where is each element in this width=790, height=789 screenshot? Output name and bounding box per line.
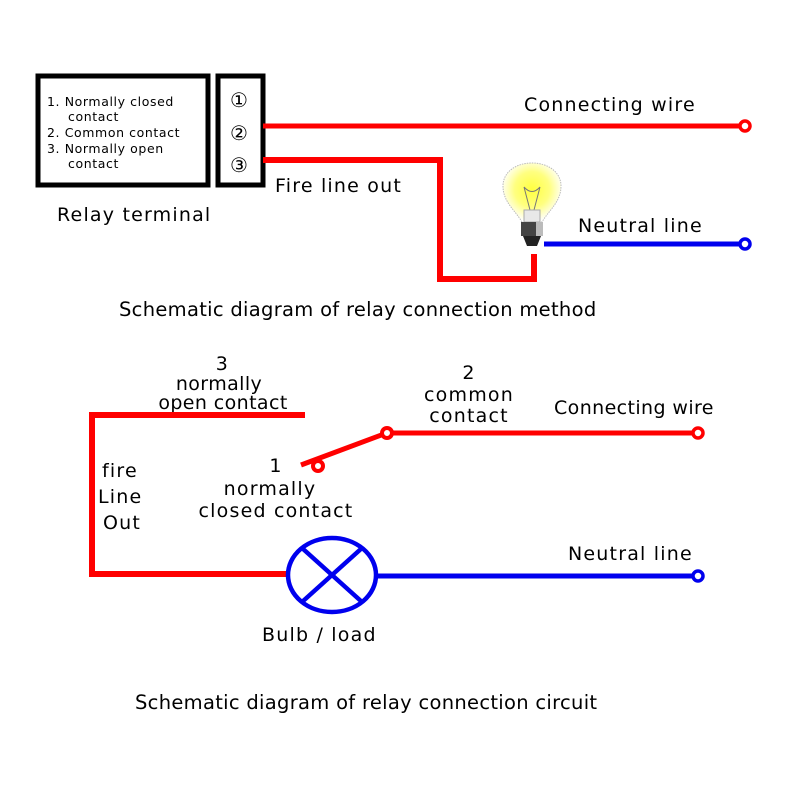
terminal-3: ③	[230, 153, 248, 177]
common-contact-point	[380, 426, 394, 440]
fire-line-text-3: Out	[103, 512, 141, 534]
common-contact-number: 2	[462, 362, 475, 384]
legend-line-3: 2. Common contact	[47, 125, 180, 140]
relay-terminal-label: Relay terminal	[57, 204, 211, 226]
legend-line-4: 3. Normally open	[47, 141, 164, 156]
neutral-wire-terminal-top	[738, 237, 752, 251]
legend-box	[35, 73, 211, 188]
terminal-box	[215, 73, 266, 188]
legend-line-2: contact	[68, 109, 119, 124]
legend-line-1: 1. Normally closed	[47, 94, 174, 109]
nc-contact-line1: normally	[224, 478, 317, 500]
no-contact-number: 3	[216, 353, 229, 375]
lamp-symbol-icon	[285, 535, 379, 615]
connecting-wire-label-top: Connecting wire	[524, 94, 696, 116]
connecting-wire-label-bottom: Connecting wire	[554, 397, 714, 419]
legend-line-5: contact	[68, 156, 119, 171]
no-contact-line2: open contact	[158, 392, 287, 414]
nc-contact-line2: closed contact	[199, 500, 354, 522]
connecting-wire-terminal-bottom	[691, 426, 705, 440]
fire-line-text-2: Line	[98, 486, 142, 508]
no-contact-line1: normally	[176, 373, 262, 395]
neutral-line-label-top: Neutral line	[578, 215, 703, 237]
top-caption: Schematic diagram of relay connection me…	[119, 298, 597, 321]
terminal-1: ①	[230, 88, 248, 112]
nc-contact-number: 1	[269, 455, 282, 477]
bottom-caption: Schematic diagram of relay connection ci…	[135, 691, 597, 714]
load-label: Bulb / load	[262, 624, 377, 646]
fire-line-text-1: fire	[102, 460, 138, 482]
fire-line-wire	[89, 412, 305, 577]
fire-line-out-wire	[263, 157, 537, 282]
terminal-2: ②	[230, 121, 248, 145]
fire-line-out-label: Fire line out	[275, 175, 402, 197]
neutral-line-label-bottom: Neutral line	[568, 543, 693, 565]
switch-arm	[300, 431, 385, 468]
common-contact-line1: common	[424, 384, 514, 406]
connecting-wire-terminal-top	[738, 119, 752, 133]
light-bulb-icon	[502, 162, 562, 246]
common-contact-line2: contact	[429, 405, 509, 427]
nc-contact-point	[311, 459, 325, 473]
neutral-wire-terminal-bottom	[691, 569, 705, 583]
